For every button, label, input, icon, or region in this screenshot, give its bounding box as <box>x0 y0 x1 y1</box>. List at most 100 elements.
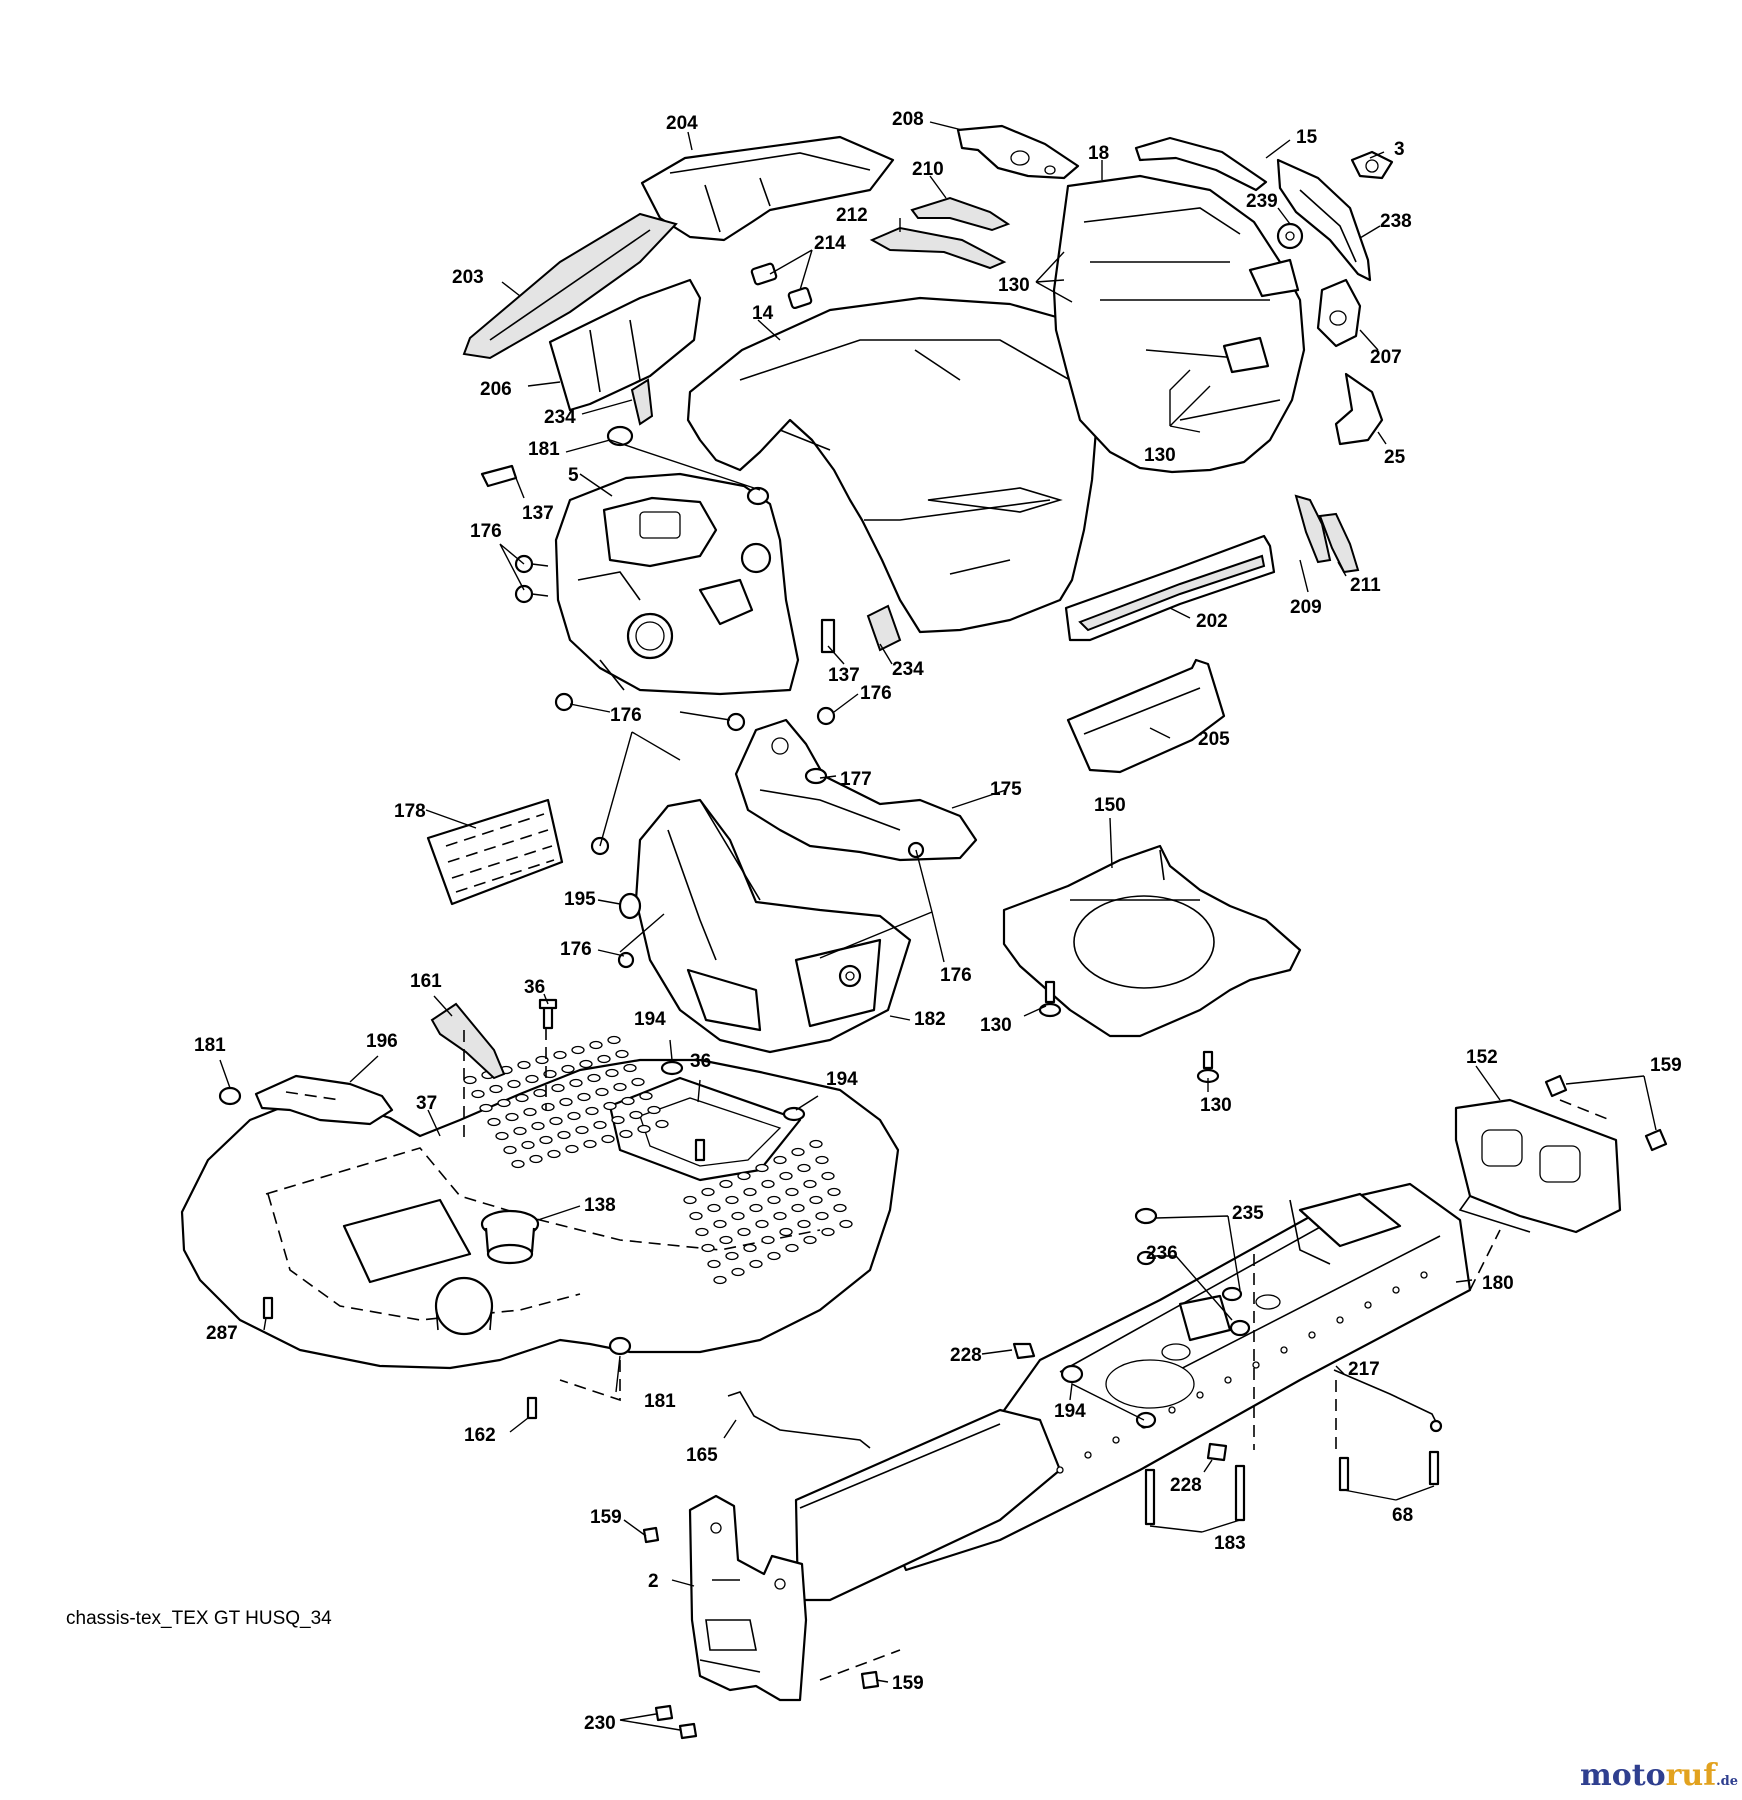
floor-slot <box>725 1251 739 1261</box>
floor-slot <box>551 1083 565 1093</box>
floor-slot <box>531 1121 545 1131</box>
floor-slot <box>779 1171 793 1181</box>
part-207-bracket <box>1316 278 1362 348</box>
part-2-front-bracket <box>688 1494 808 1702</box>
floor-slot <box>505 1112 519 1122</box>
floor-slot <box>569 1078 583 1088</box>
callout-176: 176 <box>940 965 972 986</box>
floor-slot <box>737 1171 751 1181</box>
floor-slot <box>683 1195 697 1205</box>
floor-slot <box>815 1155 829 1165</box>
callout-214: 214 <box>814 233 846 254</box>
floor-slot <box>755 1219 769 1229</box>
callout-183: 183 <box>1214 1533 1246 1554</box>
part-150-tray <box>1002 844 1302 1038</box>
floor-slot <box>767 1195 781 1205</box>
floor-slot <box>809 1195 823 1205</box>
brand-part-2: ruf <box>1665 1758 1717 1793</box>
floor-slot <box>489 1084 503 1094</box>
floor-slot <box>803 1179 817 1189</box>
brand-logo[interactable]: motoruf.de <box>1580 1758 1738 1793</box>
callout-14: 14 <box>752 303 774 324</box>
floor-slot <box>719 1235 733 1245</box>
diagram-caption: chassis-tex_TEX GT HUSQ_34 <box>66 1608 332 1629</box>
floor-slot <box>585 1106 599 1116</box>
floor-slot <box>521 1140 535 1150</box>
floor-slot <box>779 1227 793 1237</box>
floor-slot <box>719 1179 733 1189</box>
callout-162: 162 <box>464 1425 496 1446</box>
floor-slot <box>761 1235 775 1245</box>
callout-68: 68 <box>1392 1505 1414 1526</box>
floor-slot <box>743 1187 757 1197</box>
callout-181: 181 <box>644 1391 676 1412</box>
floor-slot <box>619 1129 633 1139</box>
callout-138: 138 <box>584 1195 616 1216</box>
callout-181: 181 <box>528 439 560 460</box>
callout-236: 236 <box>1146 1243 1178 1264</box>
part-208-bracket <box>956 124 1080 180</box>
callout-130: 130 <box>998 275 1030 296</box>
floor-slot <box>713 1275 727 1285</box>
floor-slot <box>565 1144 579 1154</box>
floor-slot <box>615 1049 629 1059</box>
part-211-grille <box>1318 512 1360 574</box>
fasteners-floor <box>218 998 806 1420</box>
floor-slot <box>579 1059 593 1069</box>
floor-slot <box>821 1171 835 1181</box>
callout-194: 194 <box>634 1009 666 1030</box>
floor-slot <box>833 1203 847 1213</box>
callout-159: 159 <box>892 1673 924 1694</box>
callout-287: 287 <box>206 1323 238 1344</box>
callout-234: 234 <box>892 659 924 680</box>
floor-slot <box>701 1243 715 1253</box>
floor-slot <box>707 1203 721 1213</box>
floor-slot <box>611 1115 625 1125</box>
callout-15: 15 <box>1296 127 1318 148</box>
part-228-pins <box>1012 1342 1228 1462</box>
part-25-cover <box>1334 372 1384 446</box>
callout-2: 2 <box>648 1571 659 1592</box>
part-177-nut <box>804 767 828 785</box>
floor-slot <box>743 1243 757 1253</box>
part-180-frame <box>794 1182 1472 1602</box>
floor-slot <box>511 1159 525 1169</box>
part-138-cup <box>480 1209 540 1265</box>
floor-slot <box>533 1088 547 1098</box>
floor-slot <box>603 1101 617 1111</box>
callout-130: 130 <box>1144 445 1176 466</box>
callout-202: 202 <box>1196 611 1228 632</box>
callout-228: 228 <box>1170 1475 1202 1496</box>
floor-slot <box>479 1103 493 1113</box>
floor-slot <box>639 1091 653 1101</box>
part-159-230-bolts <box>642 1526 880 1740</box>
part-239-washer <box>1276 222 1304 250</box>
floor-slot <box>839 1219 853 1229</box>
floor-slot <box>515 1093 529 1103</box>
part-234-label <box>630 378 654 426</box>
floor-slot <box>471 1089 485 1099</box>
floor-slot <box>785 1187 799 1197</box>
callout-176: 176 <box>560 939 592 960</box>
callout-207: 207 <box>1370 347 1402 368</box>
callout-130: 130 <box>1200 1095 1232 1116</box>
floor-slot <box>523 1107 537 1117</box>
floor-slot <box>755 1163 769 1173</box>
callout-150: 150 <box>1094 795 1126 816</box>
callout-176: 176 <box>470 521 502 542</box>
floor-slot <box>567 1111 581 1121</box>
frame-hole <box>1420 1271 1428 1279</box>
floor-slot <box>503 1145 517 1155</box>
callout-137: 137 <box>828 665 860 686</box>
floor-slot <box>713 1219 727 1229</box>
floor-slot <box>707 1259 721 1269</box>
callout-25: 25 <box>1384 447 1406 468</box>
floor-slot <box>613 1082 627 1092</box>
floor-slot <box>593 1120 607 1130</box>
part-183-bolts <box>1144 1464 1246 1526</box>
part-195-grommet <box>618 892 642 920</box>
floor-slot <box>601 1134 615 1144</box>
callout-130: 130 <box>980 1015 1012 1036</box>
frame-hole <box>1224 1376 1232 1384</box>
